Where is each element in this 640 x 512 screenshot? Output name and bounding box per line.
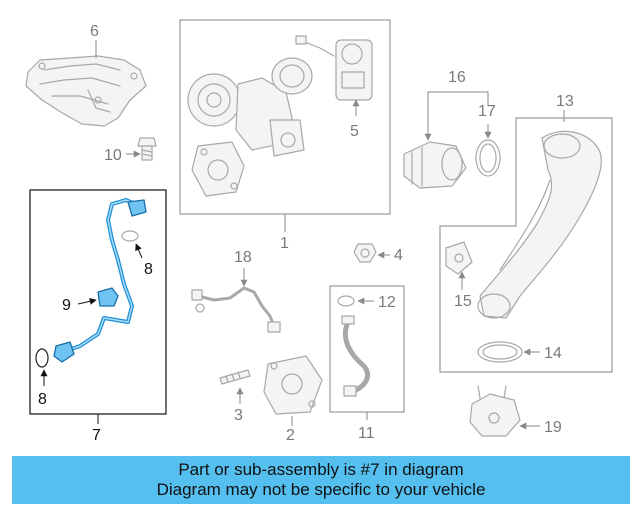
callout-1: 1 bbox=[280, 235, 289, 252]
leader-line-16 bbox=[427, 91, 489, 130]
return-line-part[interactable] bbox=[191, 286, 281, 333]
banner-line-disclaimer: Diagram may not be specific to your vehi… bbox=[156, 480, 486, 499]
leader-line-8-upper bbox=[135, 243, 143, 259]
callout-6: 6 bbox=[90, 23, 99, 40]
callout-11: 11 bbox=[358, 425, 375, 442]
intake-pipe-part[interactable] bbox=[477, 130, 602, 319]
info-banner: Part or sub-assembly is #7 in diagram Di… bbox=[12, 456, 630, 504]
callout-7: 7 bbox=[92, 427, 101, 444]
coupling-part[interactable] bbox=[403, 141, 467, 189]
callout-13: 13 bbox=[556, 93, 574, 110]
clamp-ring-part-14[interactable] bbox=[477, 341, 523, 363]
callout-2: 2 bbox=[286, 427, 295, 444]
parts-diagram: 6 10 1 5 16 17 bbox=[25, 19, 613, 444]
gasket-part[interactable] bbox=[263, 355, 323, 415]
callout-15: 15 bbox=[454, 293, 472, 310]
callout-17: 17 bbox=[478, 103, 496, 120]
banner-line-part-number: Part or sub-assembly is #7 in diagram bbox=[178, 460, 464, 479]
callout-16: 16 bbox=[448, 69, 466, 86]
turbocharger-part[interactable] bbox=[187, 57, 313, 197]
callout-19: 19 bbox=[544, 419, 562, 436]
seal-ring-part-8-upper[interactable] bbox=[121, 230, 139, 242]
feed-pipe-part[interactable] bbox=[341, 315, 370, 397]
callout-4: 4 bbox=[394, 247, 403, 264]
callout-8-upper: 8 bbox=[144, 261, 153, 278]
seal-ring-inner-17 bbox=[479, 143, 497, 173]
bracket-part[interactable] bbox=[469, 385, 521, 437]
seal-ring-part-8-lower[interactable] bbox=[35, 348, 49, 368]
callout-3: 3 bbox=[234, 407, 243, 424]
heat-shield-part[interactable] bbox=[25, 55, 147, 127]
plug-part[interactable] bbox=[353, 243, 377, 263]
clamp-ring-inner-14 bbox=[482, 344, 518, 360]
oil-line-highlighted-part[interactable] bbox=[53, 198, 147, 363]
seal-ring-part-12[interactable] bbox=[337, 295, 355, 307]
assembly-box-7 bbox=[29, 189, 167, 415]
callout-14: 14 bbox=[544, 345, 562, 362]
leader-line-9 bbox=[77, 297, 97, 305]
callout-5: 5 bbox=[350, 123, 359, 140]
bolt-part[interactable] bbox=[137, 137, 157, 161]
callout-8-lower: 8 bbox=[38, 391, 47, 408]
callout-12: 12 bbox=[378, 294, 396, 311]
assembly-box-13 bbox=[439, 117, 613, 373]
sensor-part-15[interactable] bbox=[445, 241, 473, 275]
callout-9: 9 bbox=[62, 297, 71, 314]
stud-part[interactable] bbox=[219, 369, 251, 385]
callout-18: 18 bbox=[234, 249, 252, 266]
seal-ring-part-17[interactable] bbox=[475, 139, 501, 177]
callout-10: 10 bbox=[104, 147, 122, 164]
